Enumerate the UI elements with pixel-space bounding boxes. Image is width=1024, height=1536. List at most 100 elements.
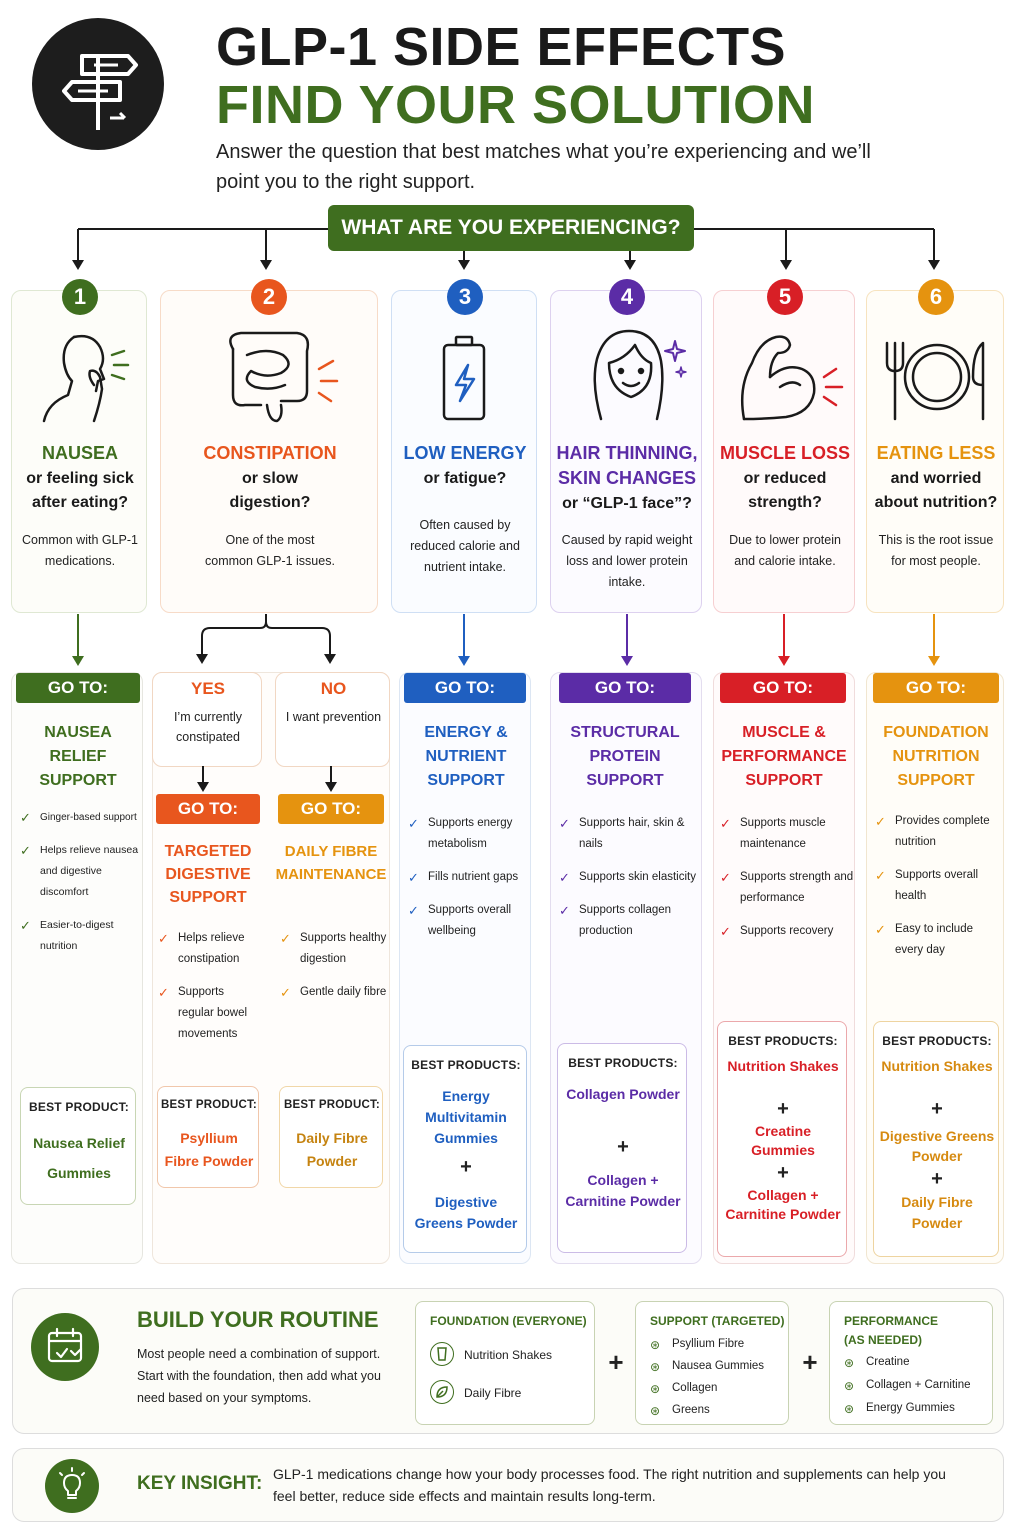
benefit-list: ✓Provides complete nutrition ✓Supports o… (875, 811, 1003, 973)
plus-icon: + (777, 1162, 789, 1184)
performance-label: PERFORMANCE (AS NEEDED) (844, 1314, 939, 1347)
symptom-description: This is the root issue for most people. (878, 533, 994, 568)
no-description: I want prevention (285, 710, 382, 724)
check-icon: ✓ (280, 931, 291, 946)
goto-label: GO TO: (156, 794, 260, 824)
arrow-down-icon (325, 766, 337, 792)
performance-box: PERFORMANCE (AS NEEDED) ⊛ Creatine ⊛ Col… (829, 1301, 993, 1425)
routine-item: Collagen + Carnitine (866, 1379, 971, 1391)
symptom-card-low-energy[interactable]: 3 LOW ENERGY or fatigue? Often caused by… (391, 279, 537, 613)
symptom-title: LOW ENERGY (403, 443, 527, 463)
check-icon: ✓ (875, 814, 886, 829)
solution-title: DAILY FIBRE MAINTENANCE (275, 843, 387, 883)
check-icon: ✓ (158, 985, 169, 1000)
yes-label: YES (190, 679, 226, 698)
best-products-label: BEST PRODUCTS: (728, 1034, 838, 1048)
lightbulb-icon (45, 1459, 99, 1513)
symptom-title: NAUSEA (41, 443, 118, 463)
goto-label: GO TO: (559, 673, 691, 703)
yes-description: I’m currently constipated (173, 710, 243, 744)
symptom-title: HAIR THINNING, SKIN CHANGES (556, 443, 698, 488)
symptom-question: or slow digestion? (229, 470, 311, 511)
insight-text: GLP-1 medications change how your body p… (273, 1466, 946, 1504)
symptom-card-nausea[interactable]: 1 NAUSEA or feeling sick after eating? C… (11, 279, 147, 613)
foundation-label: FOUNDATION (EVERYONE) (430, 1314, 587, 1328)
routine-item: Nutrition Shakes (464, 1348, 553, 1362)
check-icon: ✓ (408, 903, 419, 918)
list-item: ✓Supports recovery (720, 921, 854, 942)
symptom-description: Due to lower protein and calorie intake. (729, 533, 841, 568)
symptom-question: and worried about nutrition? (874, 470, 998, 511)
best-products-box[interactable]: BEST PRODUCTS: Nutrition Shakes + Creati… (717, 1021, 847, 1257)
best-products-label: BEST PRODUCTS: (882, 1034, 992, 1048)
check-icon: ✓ (559, 870, 570, 885)
symptom-card-eating-less[interactable]: 6 EATING LESS and worried about nutritio… (866, 279, 1004, 613)
product-name: Digestive Greens Powder (414, 1194, 518, 1231)
best-product-box[interactable]: BEST PRODUCT: Psyllium Fibre Powder (157, 1086, 259, 1188)
symptom-card-muscle-loss[interactable]: 5 MUSCLE LOSS or reduced strength? Due t… (713, 279, 855, 613)
step-number: 5 (767, 279, 803, 315)
best-products-box[interactable]: BEST PRODUCTS: Energy Multivitamin Gummi… (403, 1045, 527, 1253)
list-item: ✓Helps relieve constipation (158, 928, 262, 970)
step-number: 3 (447, 279, 483, 315)
symptom-title: CONSTIPATION (203, 443, 337, 463)
routine-item: Psyllium Fibre (672, 1338, 745, 1350)
nausea-person-icon (34, 325, 134, 430)
page-title-secondary: FIND YOUR SOLUTION (216, 75, 816, 135)
best-product-box[interactable]: BEST PRODUCT: Nausea Relief Gummies (20, 1087, 136, 1205)
product-name: Digestive Greens Powder (879, 1128, 995, 1164)
solution-column-nausea: GO TO: NAUSEA RELIEF SUPPORT ✓Ginger-bas… (11, 672, 143, 1264)
symptom-card-constipation[interactable]: 2 CONSTIPATION or slow digestion? One of… (160, 279, 378, 613)
solution-column-protein: GO TO: STRUCTURAL PROTEIN SUPPORT ✓Suppo… (550, 672, 702, 1264)
product-name: Nutrition Shakes (881, 1058, 993, 1074)
question-banner: WHAT ARE YOU EXPERIENCING? (328, 205, 694, 251)
list-item: ✓Supports overall wellbeing (408, 900, 530, 942)
battery-icon (430, 331, 500, 430)
routine-panel: BUILD YOUR ROUTINE Most people need a co… (12, 1288, 1004, 1434)
best-products-box[interactable]: BEST PRODUCTS: Collagen Powder + Collage… (557, 1043, 687, 1253)
symptom-description: Often caused by reduced calorie and nutr… (410, 518, 520, 574)
product-name: Energy Multivitamin Gummies (425, 1088, 507, 1146)
symptom-title: MUSCLE LOSS (719, 443, 850, 463)
list-item: ✓Supports hair, skin & nails (559, 813, 697, 855)
product-name: Psyllium Fibre Powder (164, 1130, 254, 1169)
symptom-card-hair-skin[interactable]: 4 HAIR THINNING, SKIN CHANGES or “GLP-1 … (550, 279, 702, 613)
calendar-icon (31, 1313, 99, 1381)
routine-item: Collagen (672, 1382, 718, 1394)
list-item: ✓Supports overall health (875, 865, 1003, 907)
routine-item: Energy Gummies (866, 1402, 955, 1414)
product-name: Collagen + Carnitine Powder (565, 1172, 681, 1209)
list-item: ✓Supports energy metabolism (408, 813, 530, 855)
support-label: SUPPORT (TARGETED) (650, 1314, 785, 1328)
list-item: ✓Supports regular bowel movements (158, 982, 262, 1045)
no-option[interactable]: NO I want prevention (275, 672, 390, 767)
routine-item: Daily Fibre (464, 1386, 522, 1400)
energy-gummy-icon: ⊛ (844, 1402, 855, 1416)
solution-column-muscle: GO TO: MUSCLE & PERFORMANCE SUPPORT ✓Sup… (713, 672, 855, 1264)
product-name: Daily Fibre Powder (901, 1194, 973, 1231)
list-item: ✓Helps relieve nausea and digestive disc… (20, 840, 144, 903)
list-item: ✓Supports healthy digestion (280, 928, 388, 970)
solution-title: ENERGY & NUTRIENT SUPPORT (424, 724, 508, 789)
check-icon: ✓ (720, 870, 731, 885)
leaf-icon (430, 1380, 454, 1404)
solution-title: MUSCLE & PERFORMANCE SUPPORT (721, 724, 847, 789)
support-box: SUPPORT (TARGETED) ⊛ Psyllium Fibre ⊛ Na… (635, 1301, 789, 1425)
benefit-list: ✓Supports healthy digestion ✓Gentle dail… (280, 928, 388, 1015)
goto-label: GO TO: (16, 673, 140, 703)
step-number: 2 (251, 279, 287, 315)
page-title: GLP-1 SIDE EFFECTS (216, 17, 787, 77)
check-icon: ✓ (559, 816, 570, 831)
best-product-box[interactable]: BEST PRODUCT: Daily Fibre Powder (279, 1086, 383, 1188)
solution-column-energy: GO TO: ENERGY & NUTRIENT SUPPORT ✓Suppor… (399, 672, 531, 1264)
list-item: ✓Supports muscle maintenance (720, 813, 854, 855)
symptom-title: EATING LESS (876, 443, 996, 463)
goto-label: GO TO: (873, 673, 999, 703)
symptom-question: or feeling sick after eating? (26, 470, 134, 511)
best-products-box[interactable]: BEST PRODUCTS: Nutrition Shakes + Digest… (873, 1021, 999, 1257)
symptom-description: One of the most common GLP-1 issues. (205, 533, 335, 568)
check-icon: ✓ (875, 868, 886, 883)
benefit-list: ✓Ginger-based support ✓Helps relieve nau… (20, 807, 144, 969)
benefit-list: ✓Supports hair, skin & nails ✓Supports s… (559, 813, 697, 954)
yes-option[interactable]: YES I’m currently constipated (152, 672, 262, 767)
